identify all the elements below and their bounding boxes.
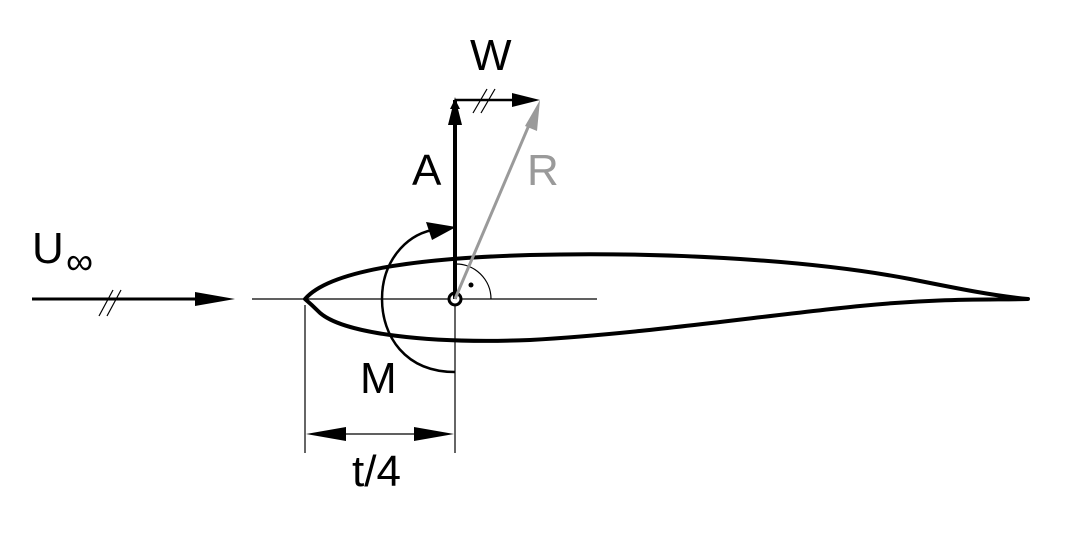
freestream-hatch-2 <box>106 289 122 317</box>
label-U: U <box>32 224 64 273</box>
moment-arc <box>380 228 456 374</box>
drag-hatch-2 <box>480 88 496 114</box>
label-W: W <box>470 31 512 80</box>
label-t4: t/4 <box>352 447 401 496</box>
resultant-arrowhead <box>525 100 540 131</box>
moment-arrowhead <box>426 222 456 240</box>
label-U-subscript: ∞ <box>66 241 93 283</box>
freestream-hatch-1 <box>98 289 114 317</box>
label-M: M <box>360 354 397 403</box>
drag-hatch-1 <box>472 88 488 114</box>
right-angle-dot <box>468 282 474 288</box>
drag-arrowhead <box>512 93 540 107</box>
freestream-arrowhead <box>195 292 235 306</box>
lift-arrowhead <box>448 97 462 125</box>
dimension-arrowhead-left <box>306 427 346 441</box>
airfoil-profile <box>303 252 1030 343</box>
label-R: R <box>527 146 559 195</box>
label-A: A <box>412 146 442 195</box>
right-angle-arc <box>454 263 492 300</box>
dimension-arrowhead-right <box>414 427 454 441</box>
resultant-arrow <box>453 117 534 300</box>
